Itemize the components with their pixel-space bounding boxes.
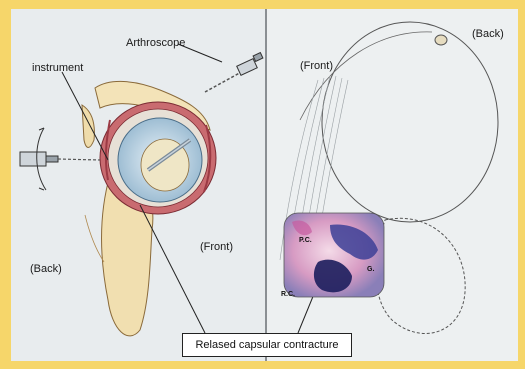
released-capsular-contracture-callout: Relased capsular contracture bbox=[182, 333, 352, 357]
humeral-head-outline bbox=[300, 22, 498, 222]
glenoid-outline bbox=[376, 218, 465, 333]
rc-label: R.C. bbox=[281, 291, 295, 298]
left-front-label: (Front) bbox=[200, 241, 233, 253]
pc-label: P.C. bbox=[299, 237, 312, 244]
joint-capsule bbox=[100, 102, 216, 214]
arthroscope-label: Arthroscope bbox=[126, 37, 185, 49]
right-front-label: (Front) bbox=[300, 60, 333, 72]
instrument-label: instrument bbox=[32, 62, 83, 74]
stained-capsule-view bbox=[284, 213, 384, 297]
g-label: G. bbox=[367, 266, 374, 273]
left-back-label: (Back) bbox=[30, 263, 62, 275]
right-back-label: (Back) bbox=[472, 28, 504, 40]
